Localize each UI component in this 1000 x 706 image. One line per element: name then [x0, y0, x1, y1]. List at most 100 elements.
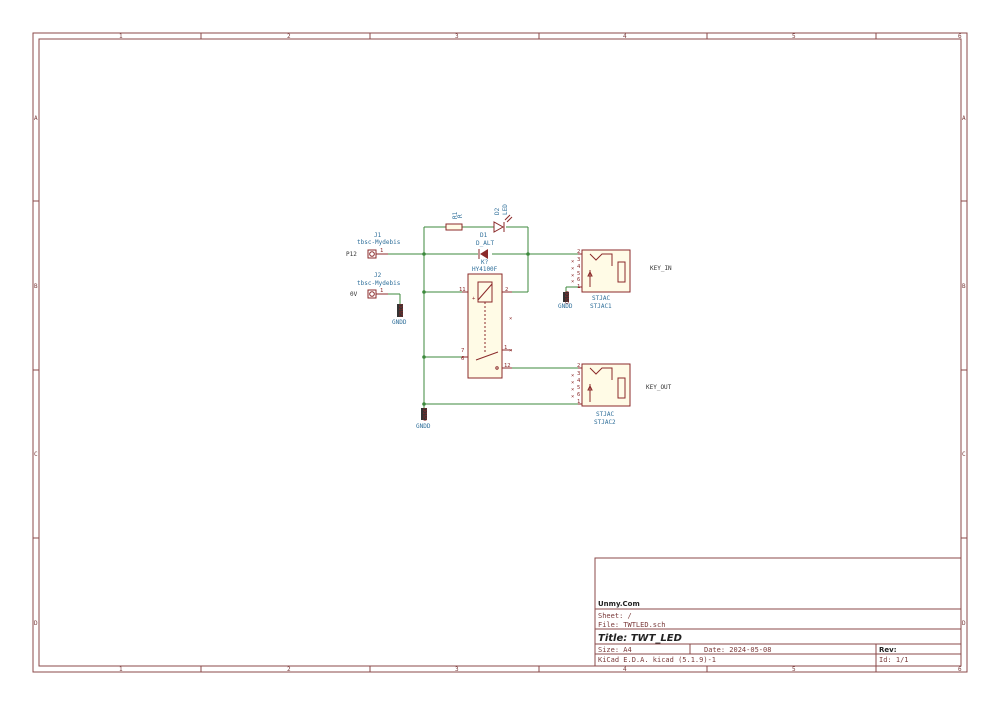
- row-label: D: [962, 620, 966, 627]
- jack2-pin-1: 1: [577, 399, 580, 405]
- row-ticks: [33, 200, 967, 539]
- jack1-pin-4: 4: [577, 264, 581, 270]
- size-label: Size: A4: [598, 646, 632, 654]
- d2-value: LED: [502, 204, 509, 215]
- col-label: 6: [958, 666, 962, 673]
- r1-value: R: [457, 214, 464, 218]
- jack1-pin-5: 5: [577, 271, 580, 277]
- j1-pin-icon: [369, 251, 375, 257]
- relay-k1: K? HY4100F + 11 2 7 6 1 12 × ×: [459, 259, 512, 379]
- j2-ref: J2: [374, 272, 382, 279]
- gnd3-label: GNDD: [416, 423, 431, 430]
- col-label: 2: [287, 33, 291, 40]
- jack2-ref: STJAC2: [594, 419, 616, 426]
- col-label: 2: [287, 666, 291, 673]
- relay-plus: +: [472, 296, 476, 302]
- ground-icon: [563, 292, 569, 302]
- jack2-pin-2: 2: [577, 363, 580, 369]
- jack2-pin-3: 3: [577, 371, 580, 377]
- led-d2: D2 LED: [493, 204, 513, 233]
- jack-icon: [617, 261, 626, 283]
- resistor-r1: R1 R: [445, 211, 464, 231]
- no-connect-icon: ×: [571, 279, 574, 285]
- jack1-ref: STJAC1: [590, 303, 612, 310]
- gnd2-label: GNDD: [558, 303, 573, 310]
- diode-icon: [480, 249, 488, 259]
- tool-label: KiCad E.D.A. kicad (5.1.9)-1: [598, 656, 716, 664]
- j2-pin: 1: [380, 288, 383, 294]
- net-label-0v: 0V: [350, 291, 358, 298]
- j1-value: tbsc-Mydebis: [357, 239, 401, 246]
- relay-pin-2: 2: [505, 287, 508, 293]
- title-block: Unmy.Com Sheet: / File: TWTLED.sch Title…: [594, 557, 962, 667]
- row-label: D: [34, 620, 38, 627]
- gnd2-rot-label: GNDD: [565, 291, 571, 304]
- jack-icon: [617, 377, 626, 399]
- r1-ref: R1: [452, 211, 459, 219]
- d1-ref: D1: [480, 232, 488, 239]
- diode-d1: D1 D_ALT: [476, 232, 494, 259]
- no-connect-icon: ×: [509, 316, 512, 322]
- jack1-pin-1: 1: [577, 284, 580, 290]
- relay-pin-11: 11: [459, 287, 466, 293]
- col-label: 5: [792, 33, 796, 40]
- date-label: Date: 2024-05-08: [704, 646, 771, 654]
- gnd-symbol-3: GNDD GNDD: [416, 408, 431, 430]
- file-label: File: TWTLED.sch: [598, 621, 665, 629]
- relay-switch-icon: [475, 351, 499, 361]
- col-label: 4: [623, 666, 627, 673]
- row-labels-left: A B C D: [34, 115, 38, 627]
- outer-frame: [32, 32, 968, 673]
- jack2-pin-4: 4: [577, 378, 581, 384]
- resistor-body: [445, 223, 463, 231]
- junctions: [422, 252, 530, 406]
- relay-pin-6: 6: [461, 356, 464, 362]
- no-connect-icon: ×: [509, 348, 512, 354]
- col-label: 5: [792, 666, 796, 673]
- j1-pin: 1: [380, 248, 383, 254]
- relay-value: HY4100F: [472, 266, 498, 273]
- net-label-key-out: KEY_OUT: [646, 384, 672, 391]
- id-label: Id: 1/1: [879, 656, 909, 664]
- company-name: Unmy.Com: [598, 600, 640, 608]
- jack-body: [581, 249, 631, 293]
- jack-body: [581, 363, 631, 407]
- no-connect-icon: ×: [571, 273, 574, 279]
- jack-stjac1: 2 3 4 5 6 1 × × × × STJAC STJAC1 KEY_IN: [571, 249, 672, 310]
- column-labels-bottom: 1 2 3 4 5 6: [119, 666, 962, 673]
- title-label: Title: TWT_LED: [598, 633, 682, 644]
- net-label-key-in: KEY_IN: [650, 265, 672, 272]
- title-block-frame: [594, 557, 962, 667]
- no-connect-icon: ×: [571, 387, 574, 393]
- connector-j1: J1 tbsc-Mydebis 1 P12: [346, 232, 401, 259]
- jack-stjac2: 2 3 4 5 6 1 × × × × STJAC STJAC2 KEY_OUT: [571, 363, 672, 426]
- jack1-pin-2: 2: [577, 249, 580, 255]
- no-connect-icon: ×: [571, 266, 574, 272]
- jack2-pin-5: 5: [577, 385, 580, 391]
- row-label: A: [34, 115, 38, 122]
- diode-icon: [493, 221, 505, 233]
- jack1-value: STJAC: [592, 295, 610, 302]
- ground-icon: [421, 408, 427, 420]
- relay-pin-1: 1: [504, 345, 507, 351]
- gnd1-rot-label: GNDD: [399, 304, 405, 317]
- wires: [388, 226, 578, 408]
- jack2-pin-6: 6: [577, 392, 580, 398]
- ground-icon: [397, 304, 403, 317]
- j2-pin-icon: [369, 291, 375, 297]
- column-ticks: [200, 33, 877, 672]
- no-connect-icon: ×: [571, 373, 574, 379]
- jack1-pin-3: 3: [577, 257, 580, 263]
- col-label: 4: [623, 33, 627, 40]
- no-connect-icon: ×: [571, 259, 574, 265]
- jack1-pin-6: 6: [577, 277, 580, 283]
- row-label: C: [962, 451, 966, 458]
- col-label: 1: [119, 666, 123, 673]
- row-label: C: [34, 451, 38, 458]
- jack2-value: STJAC: [596, 411, 614, 418]
- rev-label: Rev:: [879, 646, 897, 654]
- gnd-symbol-2: GNDD GNDD: [558, 291, 573, 310]
- no-connect-icon: ×: [571, 394, 574, 400]
- relay-pin-7: 7: [461, 348, 464, 354]
